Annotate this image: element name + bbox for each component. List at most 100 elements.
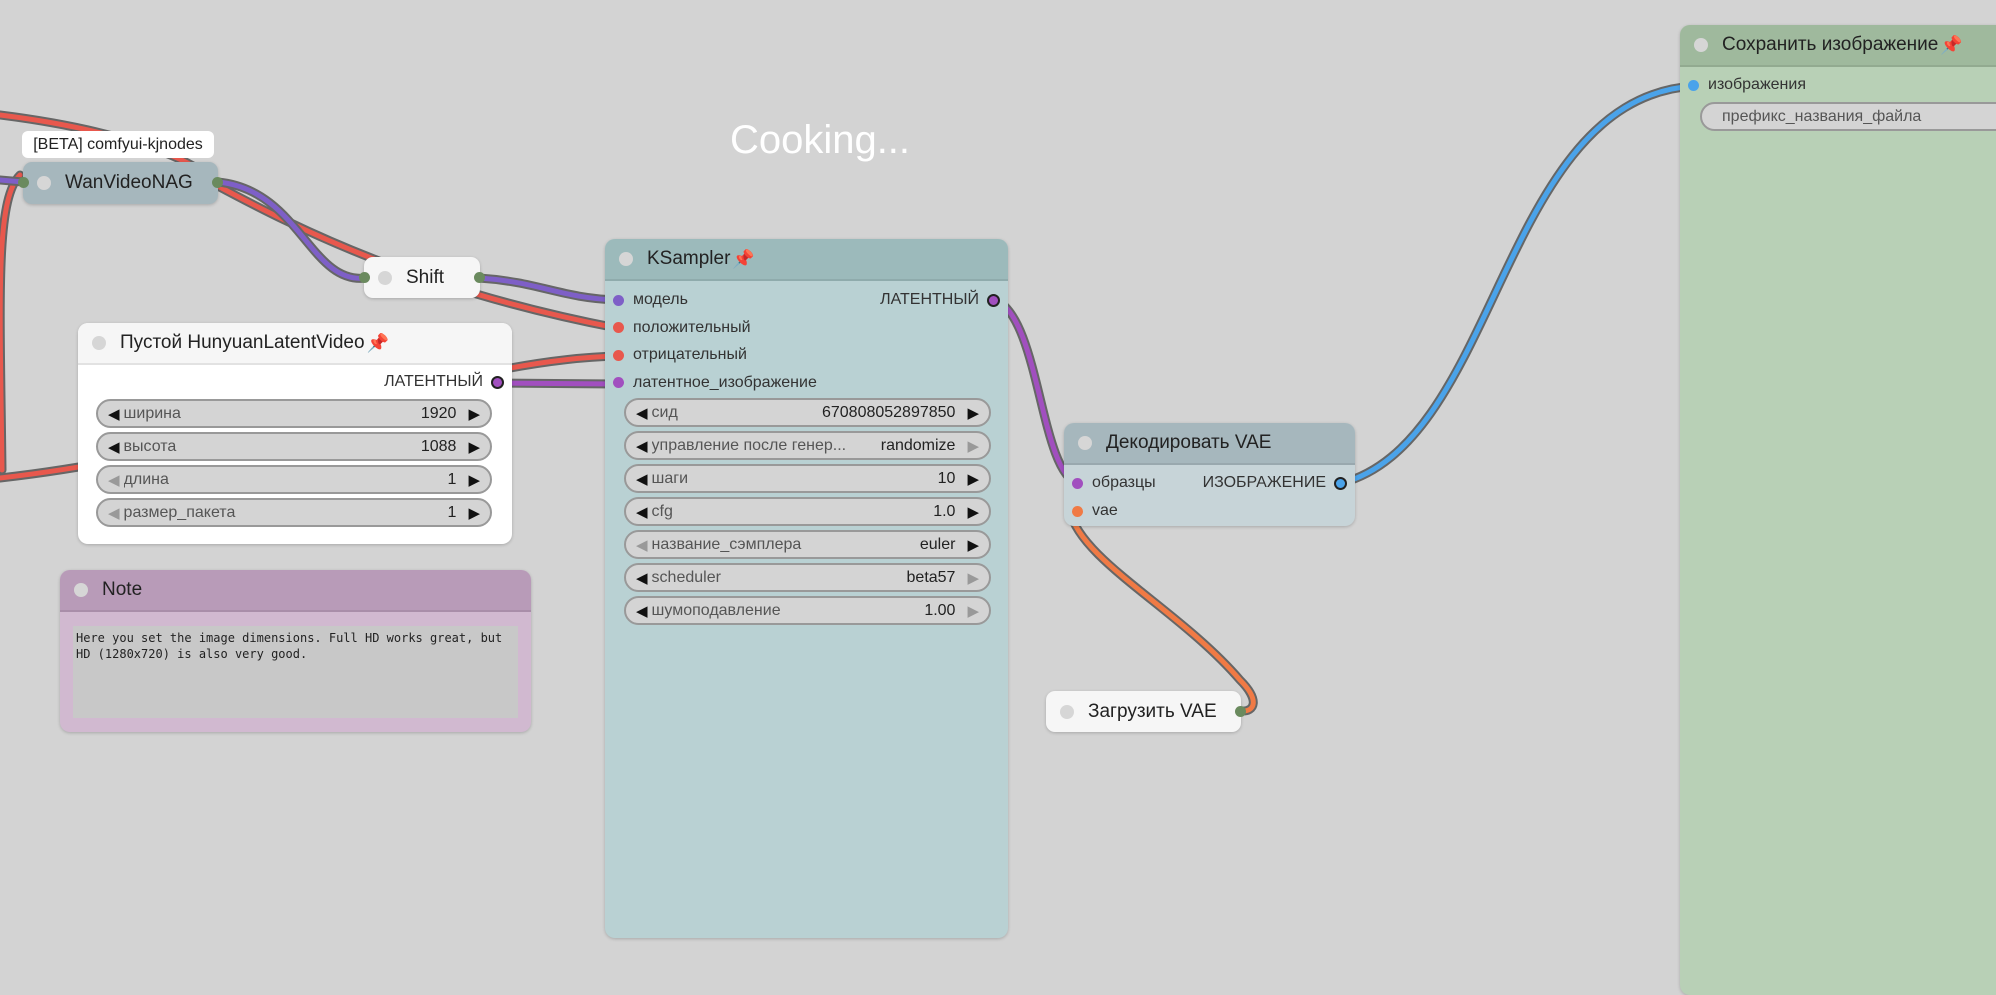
output-connector[interactable] [474,272,485,283]
increment-arrow-icon[interactable]: ▶ [967,437,979,455]
widget-value: randomize [880,436,956,454]
filename-prefix-widget[interactable]: префикс_названия_файла [1700,102,1996,131]
wire-latent-in [495,378,622,389]
collapse-dot[interactable] [37,176,51,190]
node-vae-decode[interactable]: Декодировать VAE образцы vae ИЗОБРАЖЕНИЕ [1064,423,1355,526]
increment-arrow-icon[interactable]: ▶ [967,404,979,422]
widget-label: cfg [651,502,673,520]
collapse-dot[interactable] [1694,38,1708,52]
node-title: Shift [406,266,445,288]
increment-arrow-icon[interactable]: ▶ [967,536,979,554]
node-vae-loader[interactable]: Загрузить VAE [1046,691,1246,732]
increment-arrow-icon[interactable]: ▶ [468,504,480,522]
collapse-dot[interactable] [378,270,392,285]
node-wanvideonag[interactable]: WanVideoNAG [18,162,223,204]
input-samples[interactable]: образцы [1072,474,1156,492]
input-connector[interactable] [18,177,29,188]
output-latent[interactable]: ЛАТЕНТНЫЙ [880,291,1000,309]
input-slot-3[interactable]: латентное_изображение [613,374,817,392]
input-dot[interactable] [613,377,624,388]
input-dot[interactable] [613,349,624,361]
collapse-dot[interactable] [619,252,633,266]
node-title: Note [102,579,143,600]
node-title: KSampler [647,248,731,269]
input-dot[interactable] [613,294,624,306]
input-slot-2[interactable]: отрицательный [613,346,747,364]
collapse-dot[interactable] [92,336,106,350]
decrement-arrow-icon[interactable]: ◀ [636,470,648,488]
pin-icon: 📌 [366,332,389,353]
decrement-arrow-icon[interactable]: ◀ [108,471,120,489]
node-title: Загрузить VAE [1088,700,1217,722]
widget-label: шумоподавление [651,601,781,619]
widget-3[interactable]: ◀cfg 1.0 ▶ [624,497,991,526]
node-hunyuan-latent-video[interactable]: Пустой HunyuanLatentVideo📌 ЛАТЕНТНЫЙ ◀ши… [78,323,512,544]
output-connector[interactable] [1235,706,1246,717]
decrement-arrow-icon[interactable]: ◀ [108,504,120,522]
note-textarea[interactable]: Here you set the image dimensions. Full … [73,626,518,718]
input-dot[interactable] [613,322,624,333]
node-shift[interactable]: Shift [359,257,485,298]
node-title: WanVideoNAG [65,172,193,193]
node-note[interactable]: Note Here you set the image dimensions. … [60,570,531,732]
output-label: ИЗОБРАЖЕНИЕ [1202,474,1326,491]
collapse-dot[interactable] [74,583,88,597]
decrement-arrow-icon[interactable]: ◀ [636,503,648,521]
widget-1[interactable]: ◀управление после генер...randomize▶ [624,431,991,460]
widget-label: размер_пакета [123,503,236,521]
input-images[interactable]: изображения [1688,76,1806,94]
output-dot[interactable] [987,293,1000,307]
increment-arrow-icon[interactable]: ▶ [468,438,480,456]
widget-value: 1 [447,470,457,488]
output-label: ЛАТЕНТНЫЙ [880,291,979,308]
decrement-arrow-icon[interactable]: ◀ [636,536,648,554]
increment-arrow-icon[interactable]: ▶ [468,471,480,489]
widget-label: сид [651,403,678,421]
increment-arrow-icon[interactable]: ▶ [967,470,979,488]
increment-arrow-icon[interactable]: ▶ [468,405,480,423]
increment-arrow-icon[interactable]: ▶ [967,602,979,620]
collapse-dot[interactable] [1060,704,1074,719]
node-save-image[interactable]: Сохранить изображение📌 изображения префи… [1680,25,1996,995]
decrement-arrow-icon[interactable]: ◀ [108,438,120,456]
output-dot[interactable] [1334,476,1347,490]
node-title: Сохранить изображение [1722,34,1939,55]
input-connector[interactable] [359,272,370,283]
decrement-arrow-icon[interactable]: ◀ [108,405,120,423]
wire-image [1337,81,1698,488]
output-label: ЛАТЕНТНЫЙ [384,373,483,390]
decrement-arrow-icon[interactable]: ◀ [636,569,648,587]
increment-arrow-icon[interactable]: ▶ [967,503,979,521]
output-latent[interactable]: ЛАТЕНТНЫЙ [384,373,504,391]
output-image[interactable]: ИЗОБРАЖЕНИЕ [1203,474,1347,492]
input-dot[interactable] [1072,505,1083,517]
output-connector[interactable] [212,177,223,188]
decrement-arrow-icon[interactable]: ◀ [636,437,648,455]
input-slot-0[interactable]: модель [613,291,688,309]
input-dot[interactable] [1688,79,1699,91]
widget-label: scheduler [651,568,721,586]
input-slot-1[interactable]: положительный [613,319,751,337]
increment-arrow-icon[interactable]: ▶ [967,569,979,587]
decrement-arrow-icon[interactable]: ◀ [636,602,648,620]
collapse-dot[interactable] [1078,436,1092,450]
input-label: изображения [1708,76,1806,93]
input-label: vae [1092,502,1118,519]
output-dot[interactable] [491,375,504,389]
input-dot[interactable] [1072,477,1083,489]
wire-shift-model [474,273,622,305]
widget-value: 1.0 [933,502,956,520]
wire-nag-shift [213,177,371,283]
decrement-arrow-icon[interactable]: ◀ [636,404,648,422]
input-vae[interactable]: vae [1072,502,1118,520]
